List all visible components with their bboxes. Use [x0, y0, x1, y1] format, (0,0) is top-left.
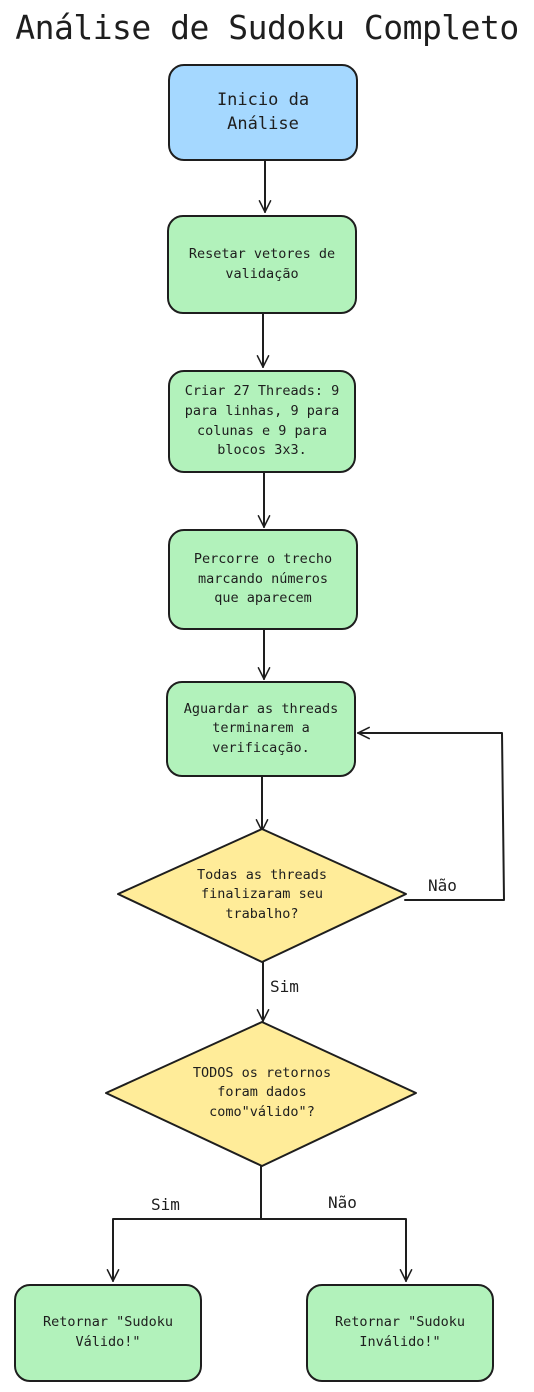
wait-threads-label: Aguardar as threads terminarem a verific…	[183, 700, 339, 756]
edge-label-valid-yes: Sim	[151, 1195, 180, 1214]
arrow-valid-no	[260, 1218, 413, 1282]
edge-label-valid-no: Não	[328, 1193, 357, 1212]
edge-label-threads-yes: Sim	[270, 977, 299, 996]
decision-valid-shape	[105, 1021, 417, 1167]
decision-valid-label: TODOS os retornos foram dados como"válid…	[192, 1064, 332, 1120]
decision-valid-node: TODOS os retornos foram dados como"válid…	[140, 1052, 384, 1134]
decision-threads-shape	[117, 828, 407, 963]
create-threads-node: Criar 27 Threads: 9 para linhas, 9 para …	[168, 370, 356, 473]
decision-threads-node: Todas as threads finalizaram seu trabalh…	[150, 855, 374, 935]
edge-label-threads-no: Não	[428, 876, 457, 895]
arrow-loop-no	[357, 726, 505, 901]
wait-threads-node: Aguardar as threads terminarem a verific…	[166, 681, 356, 777]
reset-vectors-node: Resetar vetores de validação	[167, 215, 357, 314]
traverse-node: Percorre o trecho marcando números que a…	[168, 529, 358, 630]
reset-vectors-label: Resetar vetores de validação	[188, 245, 336, 282]
start-node: Inicio da Análise	[168, 64, 358, 161]
traverse-label: Percorre o trecho marcando números que a…	[193, 551, 333, 607]
diagram-title: Análise de Sudoku Completo	[15, 8, 519, 47]
create-threads-label: Criar 27 Threads: 9 para linhas, 9 para …	[184, 383, 340, 459]
start-label: Inicio da Análise	[216, 89, 310, 134]
result-valid-node: Retornar "Sudoku Válido!"	[14, 1284, 202, 1382]
result-invalid-label: Retornar "Sudoku Inválido!"	[334, 1314, 466, 1350]
arrow-valid-yes	[106, 1218, 262, 1282]
result-invalid-node: Retornar "Sudoku Inválido!"	[306, 1284, 494, 1382]
result-valid-label: Retornar "Sudoku Válido!"	[42, 1314, 174, 1350]
decision-threads-label: Todas as threads finalizaram seu trabalh…	[196, 866, 328, 922]
